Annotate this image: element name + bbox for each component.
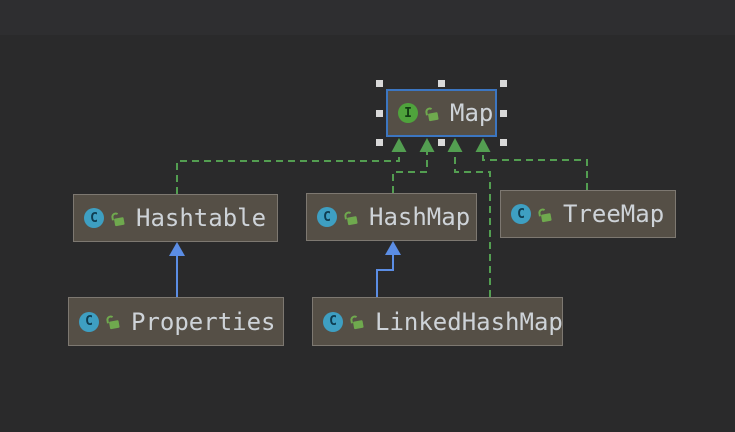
interface-node-map[interactable]: I Map [386, 89, 497, 137]
class-icon: C [323, 311, 343, 332]
unlocked-icon [350, 315, 364, 330]
lock-icon-wrap [535, 205, 554, 224]
selection-handle-sw[interactable] [376, 139, 383, 146]
selection-handle-s[interactable] [438, 139, 445, 146]
unlocked-icon [538, 208, 552, 222]
edge-treemap-realizes-map [475, 138, 588, 190]
selection-handle-nw[interactable] [376, 79, 383, 87]
node-label: HashMap [369, 203, 471, 231]
selection-handle-n[interactable] [438, 79, 445, 87]
selection-handle-w[interactable] [376, 109, 383, 117]
extends-edge-line-linkedhashmap-extends-hashmap[interactable] [376, 255, 394, 297]
realization-edge-line-hashtable-realizes-map[interactable] [176, 150, 400, 194]
node-label: LinkedHashMap [375, 307, 563, 336]
realization-edge-line-hashmap-realizes-map[interactable] [392, 150, 428, 193]
edge-hashmap-realizes-map [392, 138, 435, 193]
arrowhead-icon [475, 138, 491, 152]
lock-icon-wrap [422, 104, 441, 123]
selection-handle-se[interactable] [500, 139, 507, 146]
class-node-treemap[interactable]: C TreeMap [500, 190, 676, 238]
node-label: Hashtable [136, 204, 267, 232]
edge-linkedhashmap-realizes-map [447, 138, 491, 297]
arrowhead-icon [385, 241, 401, 255]
class-node-properties[interactable]: C Properties [68, 297, 284, 346]
arrowhead-icon [391, 138, 407, 152]
selection-handle-ne[interactable] [500, 79, 507, 87]
selection-handle-e[interactable] [500, 109, 507, 117]
class-icon: C [84, 208, 104, 228]
arrowhead-icon [169, 242, 185, 256]
node-label: Properties [131, 307, 276, 336]
edge-hashtable-realizes-map [176, 138, 407, 194]
class-icon: C [511, 204, 531, 224]
unlocked-icon [111, 212, 125, 226]
lock-icon-wrap [108, 209, 127, 228]
realization-edge-line-linkedhashmap-realizes-map[interactable] [454, 150, 491, 297]
class-icon: C [317, 207, 337, 227]
arrowhead-icon [447, 138, 463, 152]
interface-icon: I [398, 103, 418, 123]
lock-icon-wrap [347, 312, 366, 331]
arrowhead-icon [419, 138, 435, 152]
edge-properties-extends-hashtable [169, 242, 185, 297]
node-label: TreeMap [563, 200, 665, 228]
editor-top-strip [0, 0, 735, 35]
realization-edge-line-treemap-realizes-map[interactable] [482, 150, 588, 190]
lock-icon-wrap [103, 312, 122, 331]
unlocked-icon [425, 107, 439, 121]
unlocked-icon [106, 315, 120, 330]
lock-icon-wrap [341, 208, 360, 227]
edge-linkedhashmap-extends-hashmap [376, 241, 401, 297]
class-node-hashtable[interactable]: C Hashtable [73, 194, 278, 242]
class-node-hashmap[interactable]: C HashMap [306, 193, 477, 241]
class-node-linkedhashmap[interactable]: C LinkedHashMap [312, 297, 563, 346]
unlocked-icon [344, 211, 358, 225]
class-icon: C [79, 311, 99, 332]
node-label: Map [450, 99, 494, 127]
